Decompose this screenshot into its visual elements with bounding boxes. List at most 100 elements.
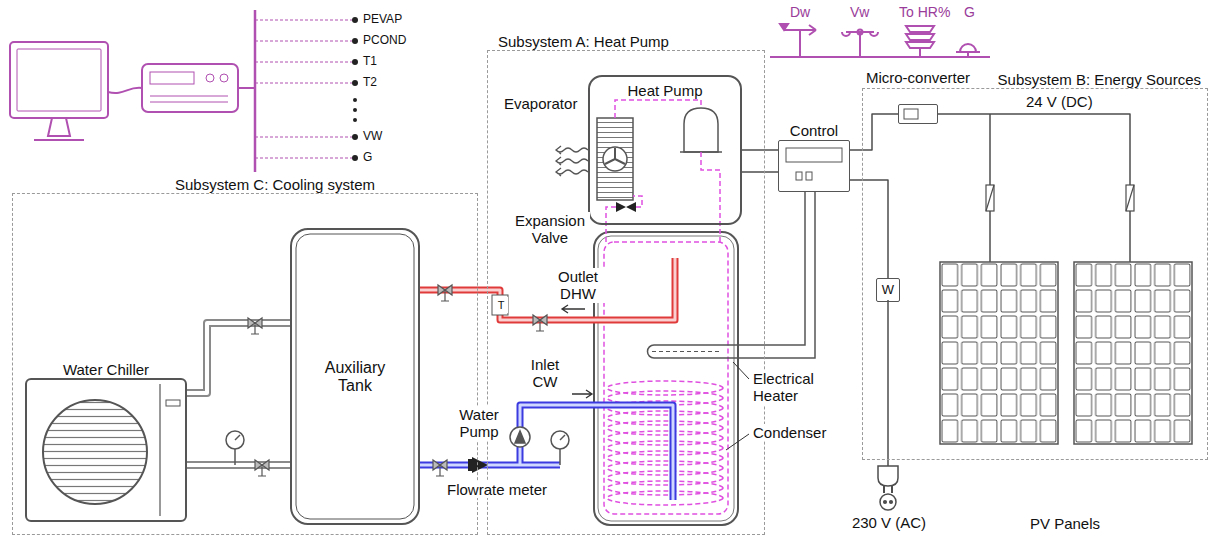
- power-plug: [880, 494, 896, 510]
- sensor-signal-name: G: [362, 151, 373, 165]
- pressure-gauge: [234, 449, 236, 465]
- control-box: Control: [778, 140, 850, 192]
- flowrate-meter-symbol: [468, 457, 488, 473]
- wire-connector: [938, 114, 1130, 262]
- weather-station-icons: [770, 56, 990, 58]
- micro-converter-box: Micro-converter: [898, 104, 938, 124]
- sensor-dot: [352, 134, 358, 140]
- hot-water-pipe: [420, 258, 675, 320]
- valve-symbol: [436, 465, 444, 476]
- weather-variable: Dw: [789, 4, 811, 20]
- data-logger-icon: [108, 10, 352, 172]
- sensor-dot: [352, 38, 358, 44]
- subsystem-title: Subsystem C: Cooling system: [173, 176, 377, 193]
- data-logger-icon: [142, 64, 238, 112]
- expansion-valve-symbol: [616, 202, 636, 212]
- flow-arrow: [572, 390, 592, 398]
- pressure-gauge: [226, 431, 569, 465]
- data-logger-icon: [150, 96, 228, 102]
- chiller-fan-grill: [166, 400, 180, 406]
- valve-symbol: [441, 290, 449, 301]
- data-logger-icon: [150, 72, 194, 84]
- chiller-fan-grill: [43, 384, 180, 516]
- fuse-symbol: [986, 185, 1134, 211]
- electrical-heater: [652, 351, 722, 352]
- monitor-icon: [48, 118, 70, 136]
- sensor-signal-name: VW: [362, 130, 383, 144]
- valve-symbol: [251, 323, 259, 334]
- air-flow-arrows: [556, 168, 588, 176]
- sensor-dot: [352, 155, 358, 161]
- weather-station-icons: [770, 24, 990, 57]
- cold-water-pipe: [420, 405, 673, 500]
- power-plug: [887, 300, 889, 466]
- refrigerant-circuit: [615, 100, 701, 118]
- wire-connector: [742, 149, 778, 151]
- hot-water-pipe: [420, 258, 675, 320]
- box-label: Control: [788, 122, 840, 139]
- pressure-gauge: [235, 435, 240, 440]
- sensor-dot: [352, 59, 358, 65]
- pressure-gauge: [226, 431, 244, 449]
- power-plug: [890, 501, 893, 504]
- flowrate-meter-symbol: [472, 457, 488, 473]
- sensor-signal-name: PCOND: [362, 34, 407, 48]
- unit-label: Heat Pump: [590, 77, 740, 99]
- wire-connector: [850, 114, 898, 150]
- refrigerant-circuit: [607, 491, 723, 505]
- tank-inner-wall: [296, 234, 414, 519]
- control-panel-detail: [806, 172, 812, 180]
- monitor-icon: [17, 49, 101, 111]
- leader-line: [726, 434, 749, 450]
- evaporator-coil: [605, 148, 625, 164]
- subsystem-title: Subsystem B: Energy Sources: [996, 71, 1203, 88]
- chiller-fan-grill: [43, 400, 147, 504]
- data-logger-icon: [108, 88, 142, 93]
- fuse-symbol: [1126, 185, 1134, 211]
- box-label: Micro-converter: [864, 69, 972, 86]
- unit-label: Water Chiller: [61, 361, 151, 378]
- part-label: Expansion Valve: [510, 212, 590, 247]
- temperature-sensor: [492, 295, 508, 315]
- monitor-icon: [10, 42, 108, 118]
- air-flow-arrows: [556, 146, 588, 154]
- sensor-dot: [353, 118, 357, 122]
- data-logger-icon: [254, 10, 257, 172]
- fuse-symbol: [986, 185, 994, 211]
- power-plug: [884, 501, 887, 504]
- wire-connector: [742, 150, 778, 151]
- part-label: Electrical Heater: [752, 370, 830, 405]
- electrical-heater: [730, 192, 815, 358]
- air-flow-arrows: [556, 146, 588, 176]
- chiller-fan-grill: [159, 384, 160, 516]
- water-pump-symbol: [510, 427, 530, 447]
- sensor-dot: [353, 108, 357, 112]
- electrical-heater: [648, 345, 731, 358]
- cold-water-pipe: [420, 405, 673, 500]
- data-logger-icon: [220, 74, 228, 82]
- pipe-connector: [187, 465, 290, 466]
- part-label: Water Pump: [452, 406, 506, 441]
- data-logger-icon: [238, 87, 255, 89]
- sensor-signal-name: PEVAP: [362, 13, 403, 27]
- air-flow-arrows: [556, 157, 588, 165]
- weather-variable: G: [963, 4, 976, 20]
- subsystem-frame: Subsystem C: Cooling systemAuxiliary Tan…: [12, 193, 478, 535]
- voltage-label: 24 V (DC): [1025, 93, 1094, 110]
- pipe-connector: [187, 323, 290, 393]
- storage-tank: [594, 232, 738, 525]
- pv-panel: [1074, 262, 1192, 444]
- evaporator-coil: [597, 118, 633, 200]
- storage-tank: [594, 232, 738, 525]
- part-label: Flowrate meter: [446, 481, 548, 498]
- control-panel-detail: [786, 148, 842, 162]
- flow-label: Outlet DHW: [551, 268, 605, 303]
- cold-water-pipe: [420, 405, 673, 500]
- weather-station-icons: [784, 25, 816, 57]
- monitor-icon: [34, 139, 84, 141]
- wire-connector: [938, 114, 1130, 262]
- sensor-signal-name: T1: [362, 55, 378, 69]
- storage-tank: [598, 236, 734, 521]
- sensor-dot: [353, 98, 357, 102]
